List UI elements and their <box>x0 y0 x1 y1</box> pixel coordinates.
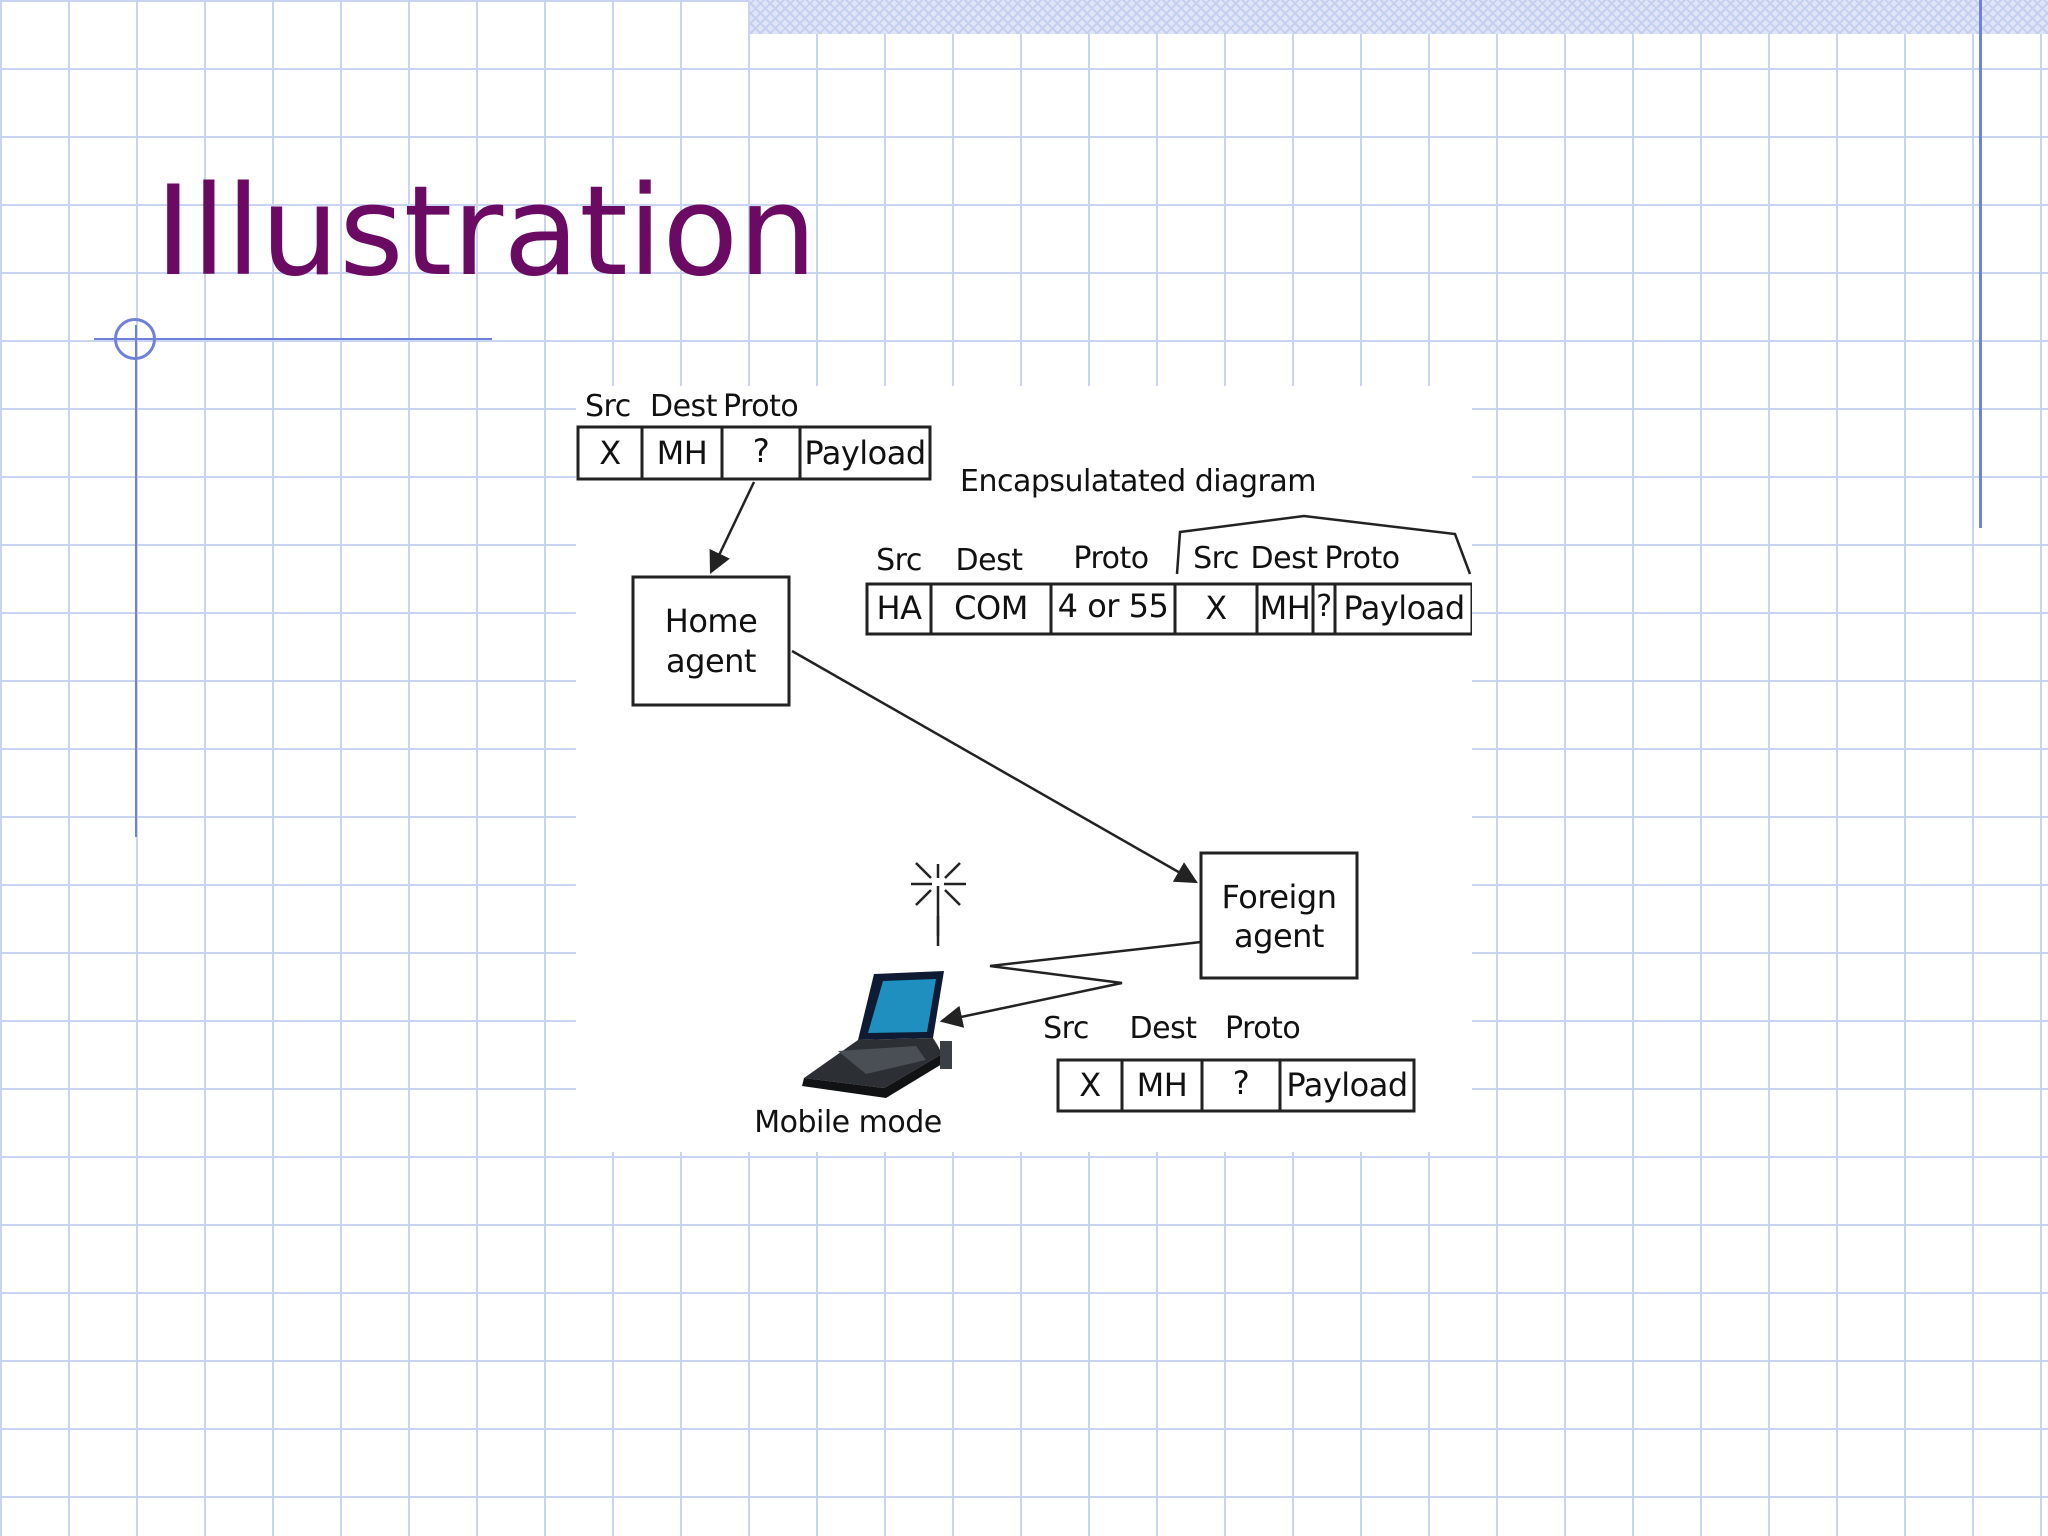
encap-cell-x <box>1173 582 1259 636</box>
encap-inner-header-src: Src <box>1193 541 1239 576</box>
top-pattern-band <box>750 0 2048 34</box>
right-vertical-rule <box>1979 0 1982 528</box>
delivered-header-proto: Proto <box>1225 1011 1300 1046</box>
delivered-header-dest: Dest <box>1130 1011 1198 1046</box>
delivered-value-src: X <box>1079 1066 1100 1104</box>
encap-value-proto: 4 or 55 <box>1058 587 1169 625</box>
encapsulated-caption: Encapsulatated diagram <box>960 464 1316 499</box>
delivered-value-payload: Payload <box>1286 1066 1407 1104</box>
delivered-cell-payload <box>1278 1058 1416 1113</box>
home-agent-box <box>631 575 791 707</box>
title-circle-ornament <box>114 318 156 360</box>
encap-inner-header-dest: Dest <box>1251 541 1319 576</box>
mobile-ip-diagram: Src Dest Proto X MH ? Payload Home agent… <box>576 386 1472 1152</box>
encap-outer-header-dest: Dest <box>956 543 1024 578</box>
foreign-agent-box <box>1199 851 1359 980</box>
original-cell-payload <box>798 425 932 481</box>
encapsulation-brace <box>1175 514 1472 575</box>
title-underline <box>94 338 492 340</box>
encap-value-q: ? <box>1316 589 1331 624</box>
encap-value-mh: MH <box>1260 589 1311 627</box>
delivered-cell-src <box>1056 1058 1124 1113</box>
encap-value-payload: Payload <box>1343 589 1464 627</box>
foreign-agent-label-line1: Foreign <box>1222 878 1337 916</box>
original-header-src: Src <box>585 389 631 424</box>
delivered-value-proto: ? <box>1233 1064 1249 1102</box>
original-value-proto: ? <box>753 432 769 470</box>
encap-cell-com <box>929 582 1053 636</box>
left-vertical-rule <box>135 325 137 837</box>
encap-cell-ha <box>865 582 933 636</box>
arrow-home-to-foreign-agent <box>791 649 1198 884</box>
home-agent-label-line2: agent <box>666 642 756 680</box>
foreign-agent-node: Foreign agent <box>1199 851 1359 980</box>
encap-inner-header-proto: Proto <box>1324 541 1399 576</box>
antenna-icon <box>911 862 966 946</box>
encap-outer-header-src: Src <box>876 543 922 578</box>
encap-cell-payload <box>1333 582 1472 636</box>
home-agent-node: Home agent <box>631 575 791 707</box>
home-agent-label-line1: Home <box>665 602 758 640</box>
foreign-agent-label-line2: agent <box>1234 917 1324 955</box>
delivered-cell-proto <box>1200 1058 1282 1113</box>
original-header-proto: Proto <box>723 389 798 424</box>
delivered-packet: Src Dest Proto X MH ? Payload <box>1043 1011 1416 1113</box>
delivered-cell-dest <box>1120 1058 1204 1113</box>
laptop-icon <box>802 971 952 1098</box>
encap-value-ha: HA <box>877 589 923 627</box>
encapsulated-packet: Src Dest Proto Src Dest Proto HA COM 4 o… <box>865 541 1472 636</box>
encap-value-com: COM <box>954 589 1028 627</box>
original-value-payload: Payload <box>804 434 925 472</box>
arrow-packet-to-home-agent <box>709 481 756 575</box>
encap-cell-proto <box>1049 582 1177 636</box>
delivered-header-src: Src <box>1043 1011 1089 1046</box>
original-packet: Src Dest Proto X MH ? Payload <box>576 389 932 481</box>
encap-cell-mh <box>1255 582 1315 636</box>
original-cell-dest <box>640 425 724 481</box>
encap-outer-header-proto: Proto <box>1073 541 1148 576</box>
original-header-dest: Dest <box>650 389 718 424</box>
original-cell-src <box>576 425 644 481</box>
original-value-dest: MH <box>657 434 708 472</box>
wireless-link <box>939 940 1202 1028</box>
delivered-value-dest: MH <box>1137 1066 1188 1104</box>
slide-title: Illustration <box>155 160 817 304</box>
mobile-node-label: Mobile mode <box>754 1105 942 1140</box>
encap-value-x: X <box>1205 589 1226 627</box>
original-value-src: X <box>599 434 620 472</box>
